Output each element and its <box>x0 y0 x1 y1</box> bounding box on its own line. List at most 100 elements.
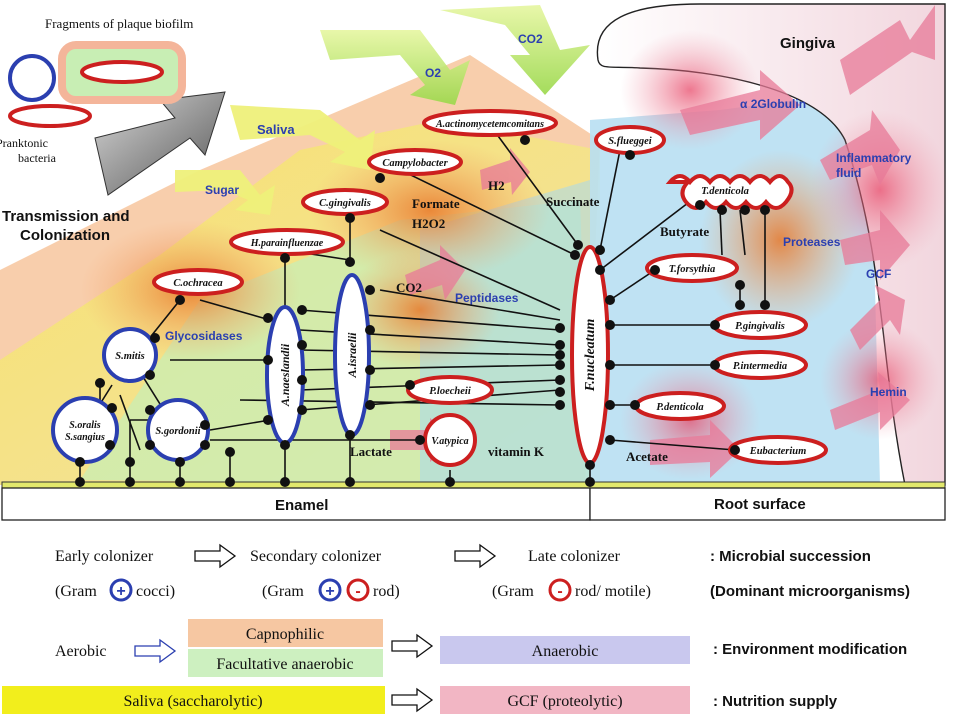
legend-rod-motile: rod/ motile) <box>575 583 651 600</box>
facultative-swatch <box>188 649 383 677</box>
c-ochracea-label: C.ochracea <box>173 278 222 289</box>
t-forsythia-label: T.forsythia <box>669 264 716 275</box>
p-loecheii-cell: P.loecheii <box>406 375 494 405</box>
sugar-label: Sugar <box>205 183 239 197</box>
minus-sign-icon: - <box>557 583 562 600</box>
legend-gram-2: (Gram <box>262 583 304 600</box>
enamel-label: Enamel <box>275 497 328 514</box>
p-intermedia-label: P.intermedia <box>733 361 787 372</box>
legend-late: Late colonizer <box>528 548 621 565</box>
vitamin-k-label: vitamin K <box>488 444 545 459</box>
gram-positive-icon <box>318 578 342 602</box>
s-flueggei-label: S.flueggei <box>608 136 652 147</box>
capnophilic-swatch <box>188 619 383 647</box>
s-mitis-label: S.mitis <box>115 351 144 362</box>
a-naeslandii-cell: A.naeslandii <box>265 305 305 445</box>
legend-gram-1: (Gram <box>55 583 97 600</box>
gcf-label: GCF <box>866 267 891 281</box>
gram-positive-icon <box>109 578 133 602</box>
saliva-arrow <box>230 105 375 170</box>
c-ochracea-cell: C.ochracea <box>152 268 244 296</box>
junction-dots <box>75 135 770 487</box>
s-oralis-label: S.oralis <box>69 420 101 431</box>
s-flueggei-cell: S.flueggei <box>594 125 666 155</box>
campylobacter-label: Campylobacter <box>382 158 448 169</box>
gingiva-label: Gingiva <box>780 35 836 52</box>
s-sangius-label: S.sangius <box>65 432 105 443</box>
legend-rod: rod) <box>373 583 400 600</box>
enamel-box <box>1 487 591 521</box>
h-parainfluenzae-cell: H.parainfluenzae <box>229 228 345 256</box>
arrow-icon <box>194 543 237 569</box>
legend-early: Early colonizer <box>55 548 154 565</box>
inflammatory-label-2: fluid <box>836 166 861 180</box>
planktonic-label-2: bacteria <box>18 151 57 165</box>
proteases-label: Proteases <box>783 235 841 249</box>
transmission-label-1: Transmission and <box>2 208 130 225</box>
legend-nutrition: : Nutrition supply <box>713 693 838 710</box>
c-gingivalis-label: C.gingivalis <box>319 198 371 209</box>
c-gingivalis-cell: C.gingivalis <box>301 188 389 216</box>
arrow-icon <box>134 638 177 664</box>
root-surface-label: Root surface <box>714 496 806 513</box>
t-denticola-cell: T.denticola <box>665 174 794 210</box>
o2-label: O2 <box>425 66 441 80</box>
eubacterium-cell: Eubacterium <box>728 435 828 465</box>
a-israelii-cell: A.israelii <box>333 273 371 437</box>
inflammatory-label-1: Inflammatory <box>836 151 912 165</box>
gram-negative-icon <box>346 578 370 602</box>
glycosidases-label: Glycosidases <box>165 329 243 343</box>
a-actino-label: A.actinomycetemcomitans <box>435 119 544 130</box>
plus-sign-icon: + <box>116 583 125 600</box>
fragment-illustration: Fragments of plaque biofilm Pranktonic b… <box>0 16 193 244</box>
fragments-label: Fragments of plaque biofilm <box>45 16 193 31</box>
minus-sign-icon: - <box>355 583 360 600</box>
sugar-arrow <box>175 170 275 215</box>
anaerobic-swatch <box>440 636 690 664</box>
eubacterium-label: Eubacterium <box>749 446 807 457</box>
legend-microbial-succession: : Microbial succession <box>710 548 871 565</box>
alpha-globulin-label: α 2Globulin <box>740 97 806 111</box>
p-intermedia-cell: P.intermedia <box>712 350 808 380</box>
legend-gram-3: (Gram <box>492 583 534 600</box>
co2-mid-label: CO2 <box>396 280 422 295</box>
p-gingivalis-cell: P.gingivalis <box>712 310 808 340</box>
s-mitis-cell: S.mitis <box>102 327 158 383</box>
campylobacter-cell: Campylobacter <box>367 148 463 176</box>
s-gordonii-cell: S.gordonii <box>146 398 210 462</box>
o2-arrow <box>320 30 470 105</box>
succinate-label: Succinate <box>546 194 600 209</box>
legend-environment: : Environment modification <box>713 641 907 658</box>
legend: Early colonizer Secondary colonizer Late… <box>2 543 910 714</box>
a-actino-cell: A.actinomycetemcomitans <box>422 109 558 137</box>
p-denticola-cell: P.denticola <box>634 391 726 421</box>
arrow-icon <box>454 543 497 569</box>
legend-saliva: Saliva (saccharolytic) <box>123 693 262 710</box>
root-surface-box <box>589 487 946 521</box>
t-forsythia-cell: T.forsythia <box>645 253 739 283</box>
legend-facultative: Facultative anaerobic <box>216 656 353 673</box>
legend-secondary: Secondary colonizer <box>250 548 382 565</box>
gram-negative-icon <box>548 578 572 602</box>
saliva-label: Saliva <box>257 122 295 137</box>
legend-cocci: cocci) <box>136 583 175 600</box>
butyrate-label: Butyrate <box>660 224 709 239</box>
h-parainfluenzae-label: H.parainfluenzae <box>250 238 324 249</box>
h2o2-label: H2O2 <box>412 216 445 231</box>
p-denticola-label: P.denticola <box>656 402 703 413</box>
transmission-label-2: Colonization <box>20 227 110 244</box>
s-gordonii-label: S.gordonii <box>155 426 200 437</box>
tooth-surface <box>1 481 946 521</box>
legend-anaerobic: Anaerobic <box>532 643 599 660</box>
gingival-arrows <box>390 5 935 478</box>
planktonic-label-1: Pranktonic <box>0 136 48 150</box>
saliva-swatch <box>2 686 385 714</box>
f-nucleatum-label: F.nucleatum <box>583 319 598 393</box>
v-atypica-cell: V.atypica <box>423 413 477 467</box>
v-atypica-label: V.atypica <box>431 436 468 447</box>
plus-sign-icon: + <box>325 583 334 600</box>
chemical-labels: CO2 O2 Saliva Sugar Gingiva α 2Globulin … <box>165 32 912 514</box>
coaggregation-lines <box>79 124 766 485</box>
transmission-arrow <box>94 91 226 196</box>
